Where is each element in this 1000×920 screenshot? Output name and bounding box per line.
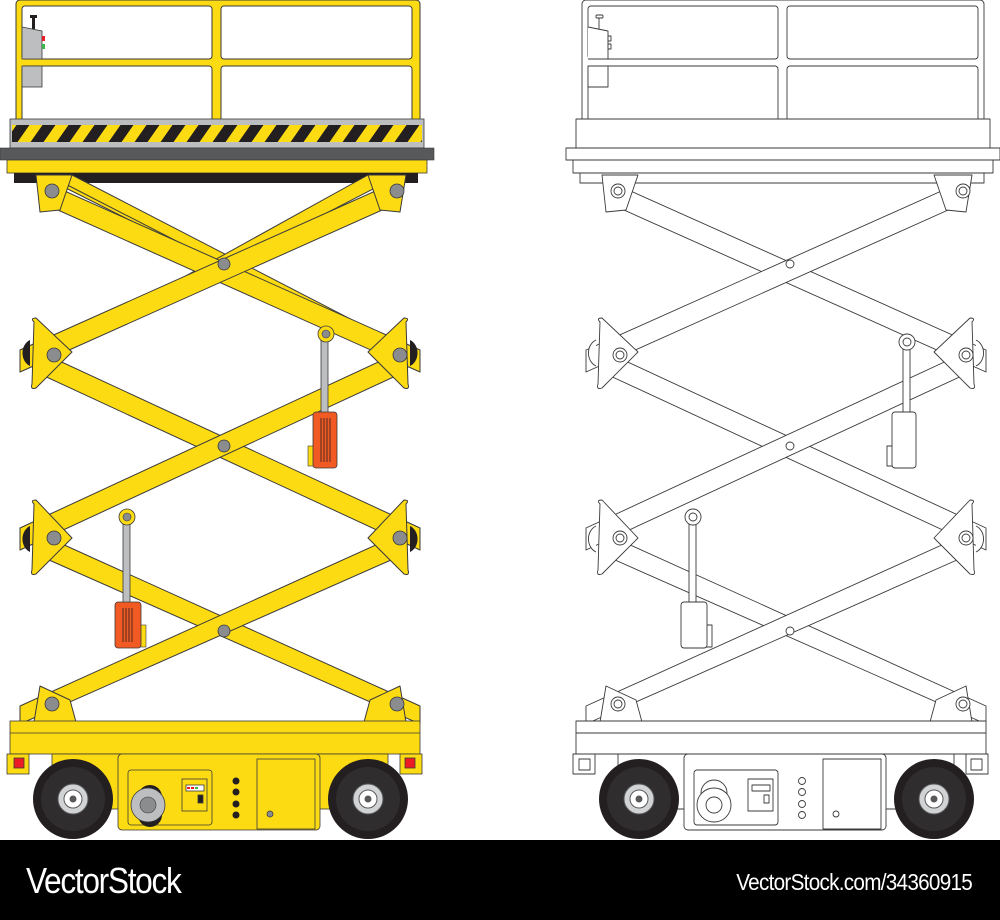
colored-scissor-lift	[0, 0, 440, 840]
outline-wheels	[599, 759, 974, 839]
watermark-footer: VectorStock VectorStock.com/34360915	[0, 840, 1000, 920]
image-reference: VectorStock.com/34360915	[736, 869, 973, 895]
side-rollers	[22, 340, 418, 552]
scissor-arms	[19, 174, 421, 725]
platform-deck	[0, 118, 435, 183]
control-box-icon	[21, 15, 45, 88]
guard-rail	[15, 0, 421, 125]
hydraulic-cylinder-lower	[114, 508, 147, 649]
hinge-plates	[31, 174, 409, 723]
vent-dots	[232, 777, 240, 819]
motor	[130, 785, 166, 827]
brand-logo: VectorStock	[26, 860, 182, 901]
wheel-right	[328, 759, 408, 839]
outline-scissor-lift	[560, 0, 1000, 840]
hydraulic-cylinder-upper	[307, 325, 338, 469]
illustration-canvas	[0, 0, 1000, 840]
chassis	[6, 720, 423, 831]
wheel-left	[33, 759, 113, 839]
pivot-pins	[44, 183, 408, 712]
